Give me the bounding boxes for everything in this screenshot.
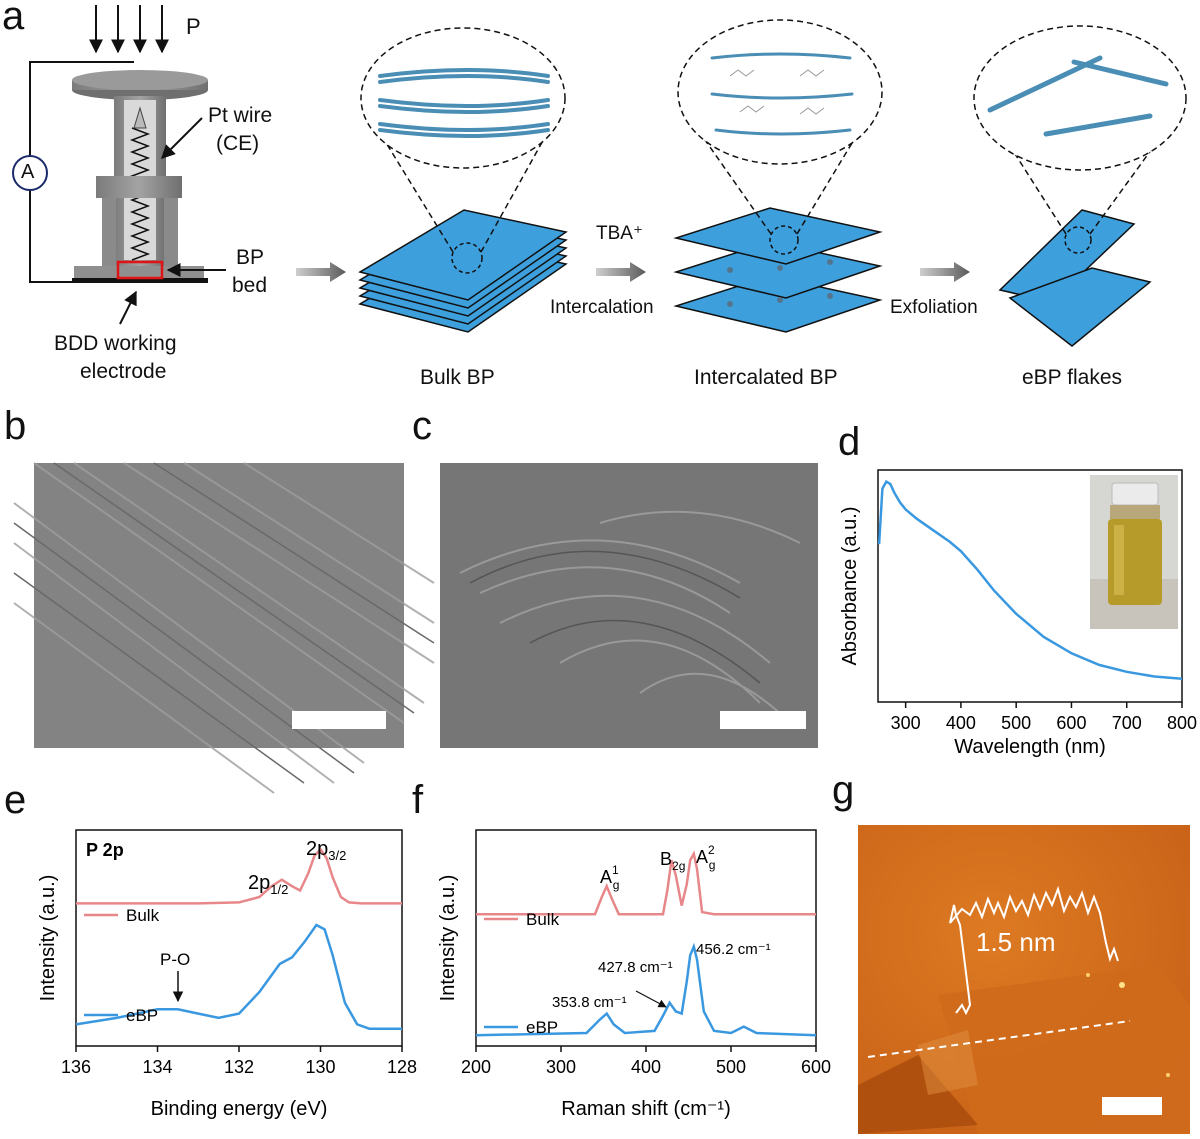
panel-label-d: d: [838, 420, 861, 464]
x-tick-label: 130: [305, 1057, 335, 1077]
chart-e-ylabel: Intensity (a.u.): [37, 875, 59, 1002]
bdd-label: BDD working: [54, 332, 177, 355]
chart-d-xlabel: Wavelength (nm): [954, 736, 1106, 758]
xps-ebp-line: [75, 923, 402, 1030]
afm-image: 1.5 nm: [858, 825, 1190, 1134]
x-tick-label: 128: [387, 1057, 417, 1077]
panel-label-b: b: [4, 404, 27, 448]
scale-bar-g: [1102, 1097, 1162, 1115]
peak-456: 456.2 cm⁻¹: [696, 941, 771, 958]
peak-2p32: 2p3/2: [306, 838, 346, 863]
x-tick-label: 300: [546, 1057, 576, 1077]
ammeter: [12, 155, 48, 191]
peak-2p12: 2p1/2: [248, 872, 288, 897]
x-tick-label: 300: [891, 713, 921, 733]
afm-height-profile: [949, 885, 1119, 1016]
x-tick-label: 600: [1056, 713, 1086, 733]
bulk-bp-caption: Bulk BP: [420, 366, 495, 389]
exfoliation-label: Exfoliation: [890, 297, 978, 318]
peak-427: 427.8 cm⁻¹: [598, 959, 673, 976]
zoom-ebp: [973, 25, 1187, 171]
chart-f-ylabel: Intensity (a.u.): [437, 875, 459, 1002]
tba-label: TBA⁺: [596, 223, 643, 244]
x-tick-label: 136: [61, 1057, 91, 1077]
sem-image-bulk: [13, 462, 435, 794]
chart-d-ylabel: Absorbance (a.u.): [839, 507, 861, 666]
scale-bar-c: [720, 711, 806, 729]
x-tick-label: 800: [1167, 713, 1197, 733]
ebp-flakes: [998, 209, 1152, 347]
afm-profile-line: [867, 1020, 1131, 1058]
panel-label-f: f: [412, 778, 424, 822]
zoom-bulk: [360, 27, 566, 169]
peak-b2g: B2g: [660, 849, 685, 873]
panel-label-c: c: [412, 404, 432, 448]
scale-bar-b: [292, 711, 386, 729]
x-tick-label: 400: [631, 1057, 661, 1077]
x-tick-label: 200: [461, 1057, 491, 1077]
x-tick-label: 132: [224, 1057, 254, 1077]
x-tick-label: 500: [1001, 713, 1031, 733]
bp-bed-label: BP: [236, 246, 265, 269]
panel-a-schematic: [12, 5, 1187, 347]
pt-wire-label-2: (CE): [216, 132, 260, 155]
peak-po: P-O: [160, 950, 190, 969]
bp-bed-label-2: bed: [232, 274, 268, 297]
chart-e-title: P 2p: [86, 840, 124, 860]
bdd-label-2: electrode: [80, 360, 167, 383]
raman-ebp-line: [475, 942, 817, 1037]
panel-label-e: e: [4, 778, 27, 822]
panel-label-g: g: [832, 768, 855, 812]
legend-bulk: Bulk: [126, 906, 160, 925]
chart-f-frame: [475, 829, 817, 1047]
press-crossbar: [96, 176, 182, 198]
process-arrow-2: [596, 262, 646, 282]
process-arrow-3: [920, 262, 970, 282]
absorbance-line: [877, 479, 1183, 681]
chart-d-frame: [877, 469, 1183, 703]
legend-bulk-f: Bulk: [526, 910, 560, 929]
pressure-arrows: [89, 5, 169, 54]
legend-ebp: eBP: [126, 1006, 158, 1025]
pressure-label: P: [186, 14, 201, 39]
afm-height-label: 1.5 nm: [976, 927, 1056, 957]
process-arrow-1: [296, 262, 346, 282]
chart-f-xlabel: Raman shift (cm⁻¹): [561, 1098, 730, 1120]
zoom-intercalated: [677, 19, 883, 165]
peak-353: 353.8 cm⁻¹: [552, 994, 627, 1011]
sem-image-ebp: [440, 463, 818, 748]
press-base: [74, 266, 204, 278]
x-tick-label: 700: [1112, 713, 1142, 733]
xps-bulk-line: [76, 847, 402, 905]
bp-bed-highlight: [116, 260, 164, 280]
absorbance-chart: 300 400 500 600 700 800 Wavelength (nm) Absor…: [839, 469, 1197, 758]
ebp-flakes-caption: eBP flakes: [1022, 366, 1123, 389]
xps-chart: 136 134 132 130 128 P 2p 2p1/2 2p3/2 P-O Bul…: [37, 829, 417, 1120]
panel-label-a: a: [2, 0, 25, 38]
x-tick-label: 134: [142, 1057, 172, 1077]
x-tick-label: 500: [716, 1057, 746, 1077]
x-tick-label: 400: [946, 713, 976, 733]
raman-bulk-line: [476, 850, 816, 916]
ammeter-label: A: [21, 161, 35, 183]
chart-e-xlabel: Binding energy (eV): [151, 1098, 328, 1120]
vial-photo: [1090, 475, 1178, 629]
legend-ebp-f: eBP: [526, 1018, 558, 1037]
intercalation-label: Intercalation: [550, 297, 654, 318]
x-tick-label: 600: [801, 1057, 831, 1077]
pt-wire-label: Pt wire: [208, 104, 273, 127]
intercalated-bp-caption: Intercalated BP: [694, 366, 838, 389]
bulk-bp-stack: [358, 209, 568, 333]
